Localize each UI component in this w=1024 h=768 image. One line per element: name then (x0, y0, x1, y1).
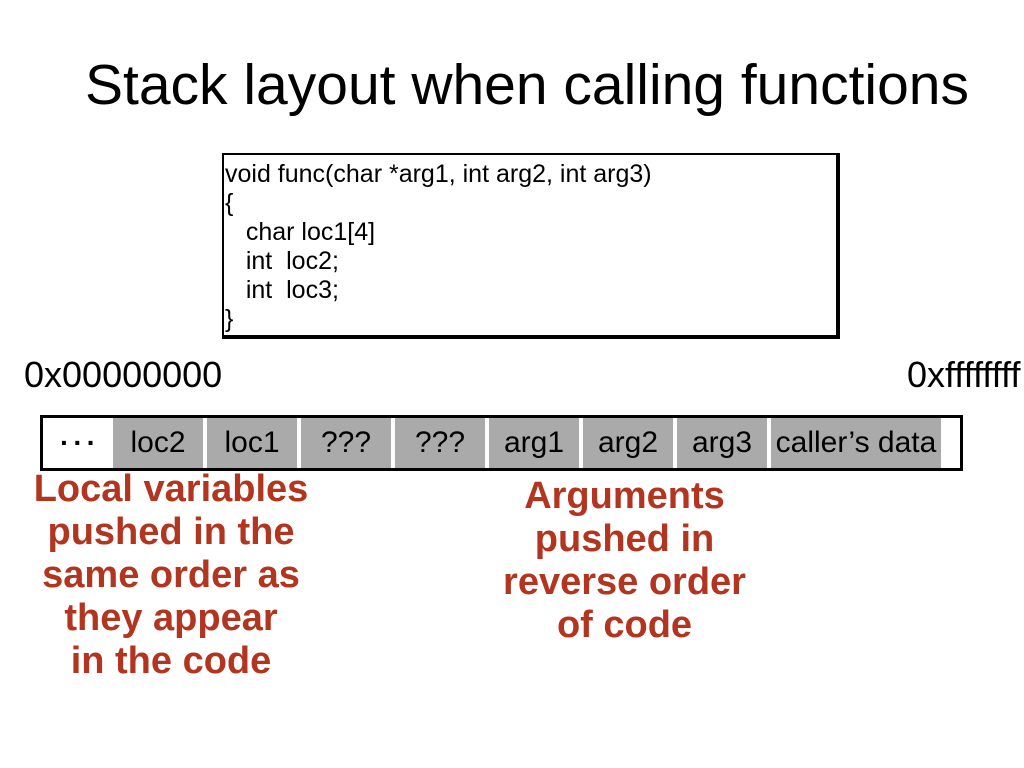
arguments-annotation-line: reverse order (503, 561, 746, 603)
code-line: } (225, 305, 234, 333)
stack-cell-gray: arg1 (489, 418, 579, 468)
stack-cell-gray: loc2 (113, 418, 203, 468)
arguments-annotation-line: of code (556, 604, 693, 646)
locals-annotation-line: in the code (70, 640, 272, 682)
stack-cell-gray: ??? (395, 418, 485, 468)
code-line: char loc1[4] (225, 218, 376, 246)
stack-cell-gray: ??? (301, 418, 391, 468)
locals-annotation-line: same order as (42, 554, 300, 596)
code-line: int loc3; (225, 276, 339, 304)
code-line: void func(char *arg1, int arg2, int arg3… (225, 160, 652, 188)
arguments-annotation-line: Arguments (524, 475, 725, 517)
code-line: int loc2; (225, 247, 339, 275)
stack-cell-gray: arg2 (583, 418, 673, 468)
low-address-label: 0x00000000 (24, 354, 223, 395)
stack-cell-ellipsis: ··· (43, 418, 109, 468)
code-box: void func(char *arg1, int arg2, int arg3… (222, 153, 840, 339)
stack-cell-wide: caller’s data (771, 418, 941, 468)
code-line: { (225, 189, 234, 217)
locals-annotation-line: they appear (64, 597, 278, 639)
locals-annotation-line: Local variables (33, 468, 309, 510)
high-address-label: 0xffffffff (907, 354, 1021, 395)
slide-title: Stack layout when calling functions (84, 53, 969, 117)
arguments-annotation-line: pushed in (534, 518, 715, 560)
stack-cell-gray: arg3 (677, 418, 767, 468)
stack-cell-gray: loc1 (207, 418, 297, 468)
locals-annotation-line: pushed in the (47, 511, 295, 553)
